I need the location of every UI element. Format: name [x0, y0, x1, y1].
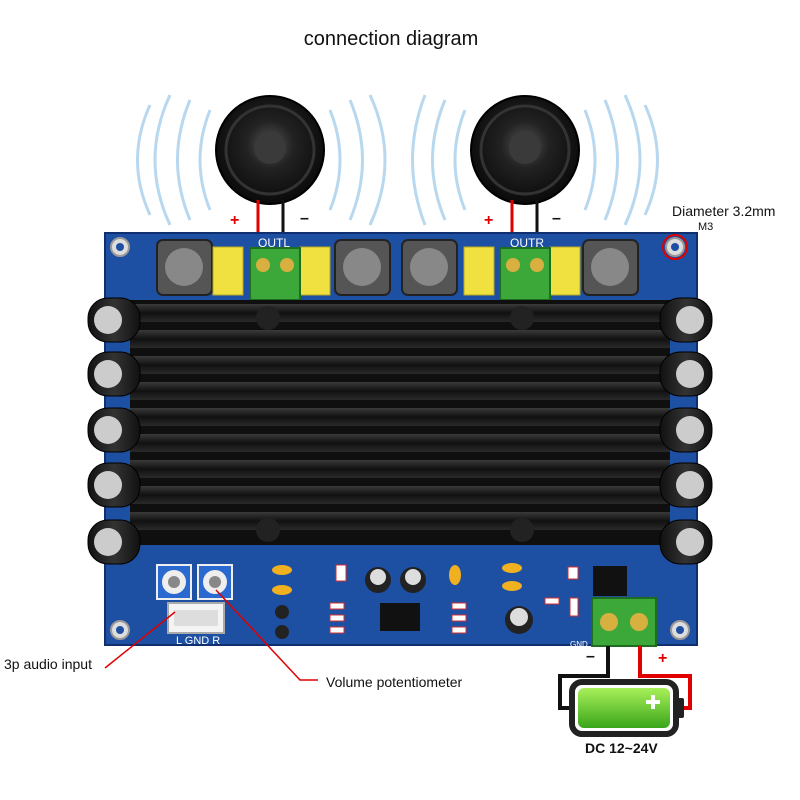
label-diameter: Diameter 3.2mm [672, 203, 776, 219]
sound-waves-right [411, 94, 659, 226]
silkscreen-outr: OUTR [510, 236, 544, 250]
polarity-minus-left: – [300, 210, 309, 227]
potentiometers [156, 564, 233, 600]
callout-lines [104, 589, 318, 681]
film-capacitors [212, 246, 581, 296]
power-wires [558, 646, 692, 710]
polarity-plus-dc: + [658, 650, 668, 667]
silkscreen-connector-pins: L GND R [176, 635, 221, 647]
audio-input-connector [167, 602, 225, 634]
polarity-plus-right: + [484, 212, 494, 229]
silkscreen-outl: OUTL [258, 236, 291, 250]
ic-chip [380, 603, 420, 631]
polarity-minus-dc: – [586, 648, 595, 665]
label-m3: M3 [698, 221, 714, 233]
terminal-dc [591, 597, 657, 647]
m3-hole-marker [662, 234, 688, 260]
battery-icon [569, 679, 684, 737]
diagram-title: connection diagram [303, 28, 479, 50]
speaker-left [215, 95, 325, 205]
sound-waves-left [136, 94, 387, 226]
label-audio-input: 3p audio input [4, 656, 92, 672]
label-volume-potentiometer: Volume potentiometer [326, 674, 463, 690]
polarity-plus-left: + [230, 212, 240, 229]
label-power-supply: DC 12~24V [585, 740, 658, 756]
polarity-minus-right: – [552, 210, 561, 227]
power-diode [593, 566, 627, 596]
speaker-right [470, 95, 580, 205]
small-components [272, 563, 522, 595]
terminal-outl [249, 247, 301, 301]
terminal-outr [499, 247, 551, 301]
heatsink [130, 300, 670, 545]
silkscreen-gnd: GND [570, 640, 588, 649]
